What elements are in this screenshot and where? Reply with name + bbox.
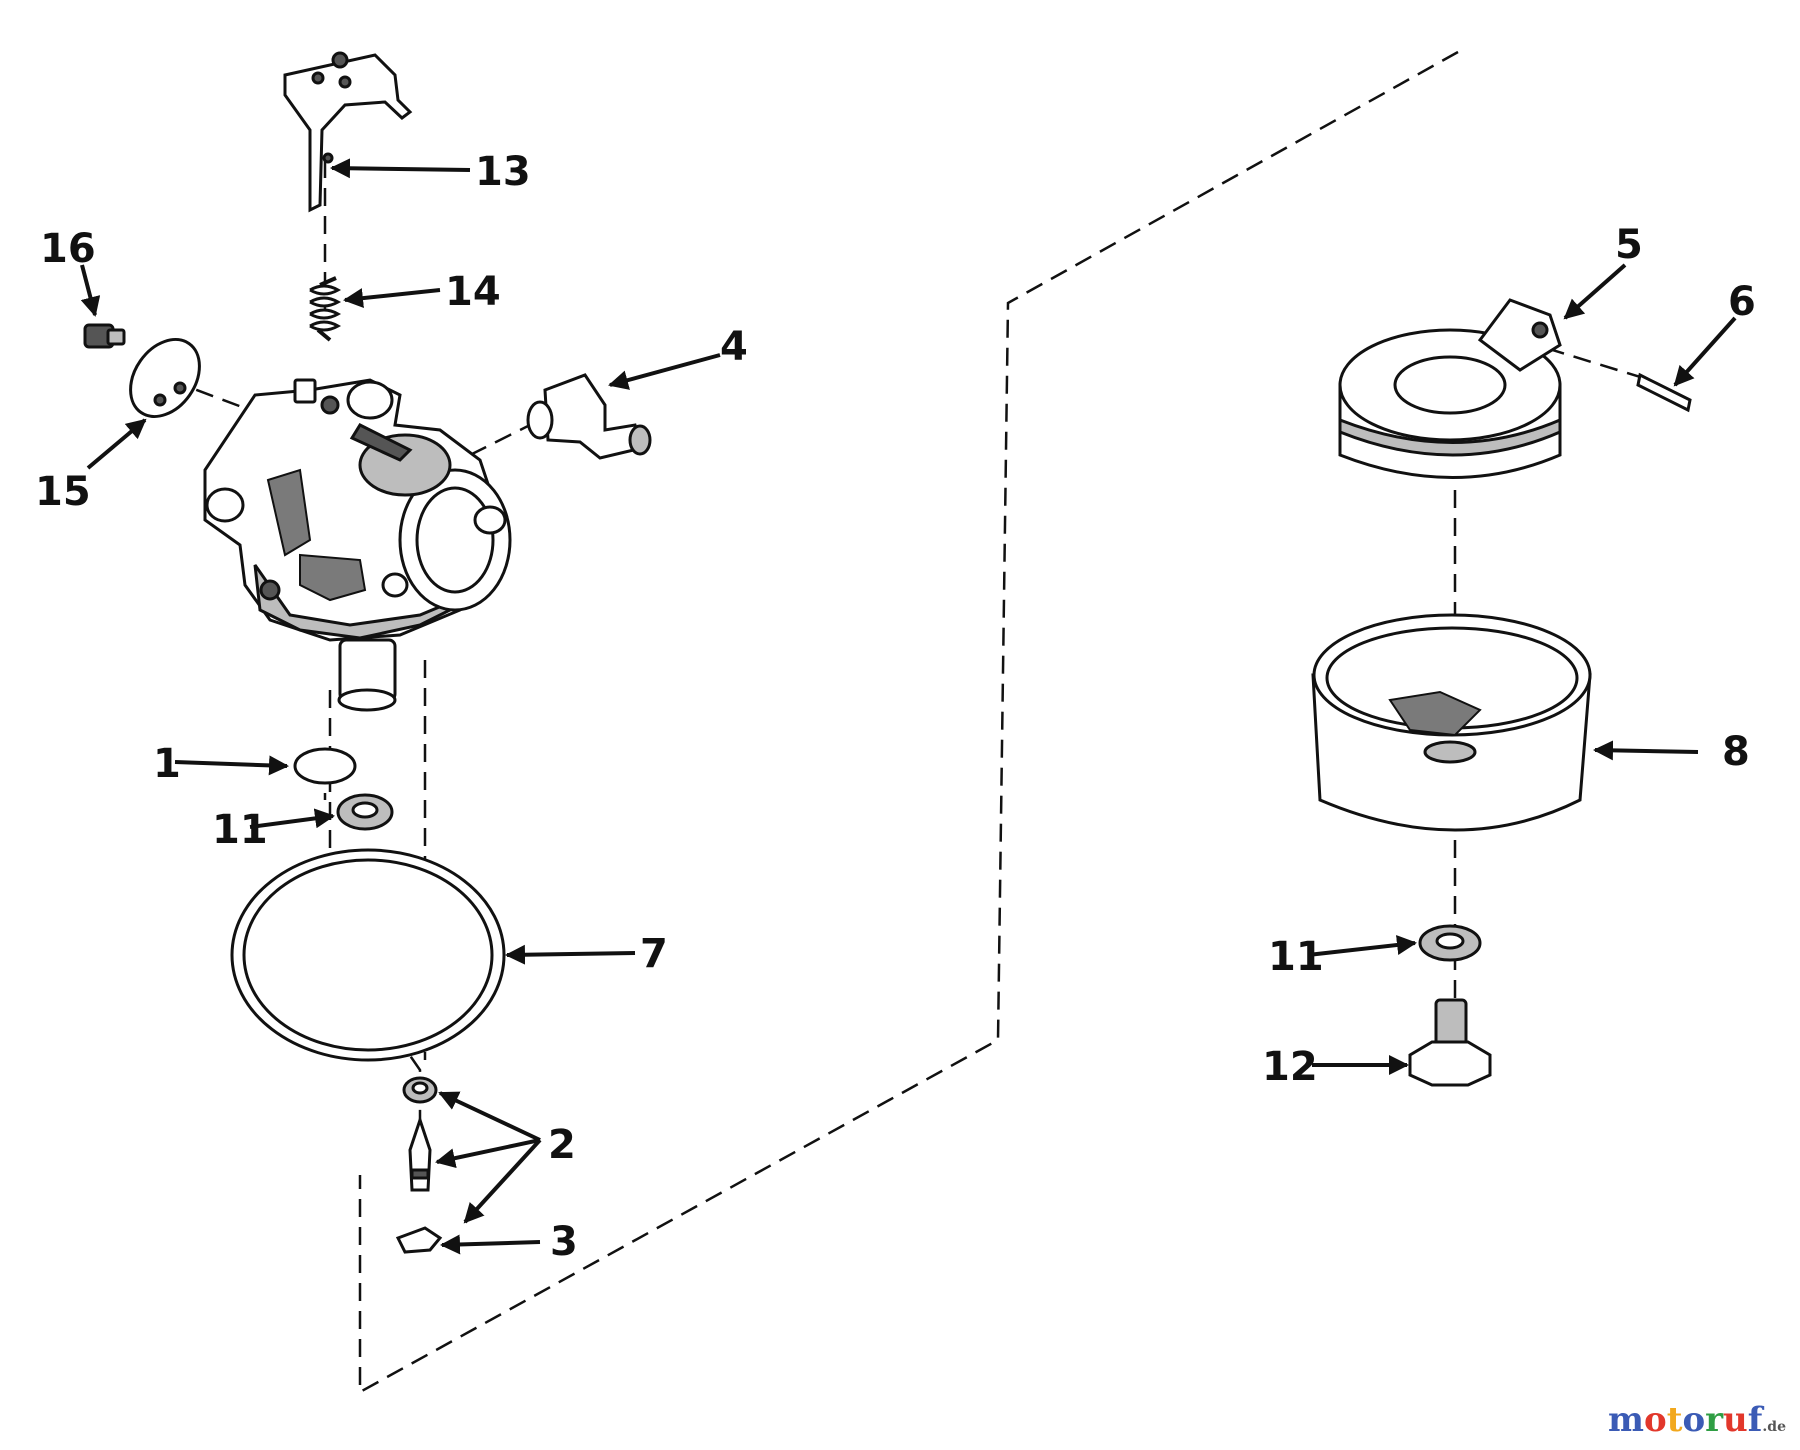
plate-part: [129, 338, 201, 418]
callout-1: 1: [153, 741, 181, 787]
callout-11-left: 11: [212, 807, 268, 853]
watermark-letter: o: [1682, 1400, 1706, 1440]
leader-arrows: [80, 158, 1737, 1255]
watermark-letter: f: [1747, 1400, 1763, 1440]
bowl-nut-part: [1408, 998, 1492, 1087]
carburetor-body: [203, 378, 512, 712]
callout-5: 5: [1615, 222, 1643, 268]
callout-3: 3: [550, 1219, 578, 1265]
washer-part-right: [1418, 924, 1482, 962]
divider-panel-dashed: [358, 50, 1459, 1395]
fuel-fitting-part: [526, 373, 652, 460]
watermark-letter: t: [1666, 1400, 1683, 1440]
watermark-logo: motoruf.de: [1608, 1400, 1786, 1440]
callout-15: 15: [35, 469, 91, 515]
callout-14: 14: [445, 269, 501, 315]
choke-shaft-part: [283, 51, 413, 213]
clip-part: [395, 1226, 443, 1254]
callout-11-right: 11: [1268, 934, 1324, 980]
callout-8: 8: [1722, 729, 1750, 775]
adjustment-screw-part: [83, 323, 126, 349]
callout-2: 2: [548, 1122, 576, 1168]
callout-16: 16: [40, 226, 96, 272]
float-bowl-part: [1311, 613, 1592, 832]
gasket-ring-part: [230, 848, 506, 1062]
watermark-suffix: .de: [1762, 1419, 1786, 1435]
watermark-text: motoruf: [1608, 1400, 1762, 1440]
float-pin-part: [1636, 372, 1692, 413]
washer-part-left: [336, 793, 394, 831]
callout-7: 7: [640, 931, 668, 977]
watermark-letter: m: [1608, 1400, 1645, 1440]
callout-4: 4: [720, 324, 748, 370]
callout-6: 6: [1728, 279, 1756, 325]
spring-part: [309, 276, 342, 342]
callout-labels: 13 14 4 16 15 5 6 8 1 11 7 11 12 2 3: [35, 149, 1756, 1265]
welch-plug-part: [293, 747, 357, 785]
watermark-letter: r: [1705, 1400, 1724, 1440]
float-part: [1338, 298, 1562, 479]
watermark-letter: o: [1644, 1400, 1667, 1440]
watermark-letter: u: [1723, 1400, 1748, 1440]
callout-13: 13: [475, 149, 531, 195]
callout-12: 12: [1262, 1044, 1318, 1090]
inlet-needle-assembly-part: [402, 1076, 438, 1192]
